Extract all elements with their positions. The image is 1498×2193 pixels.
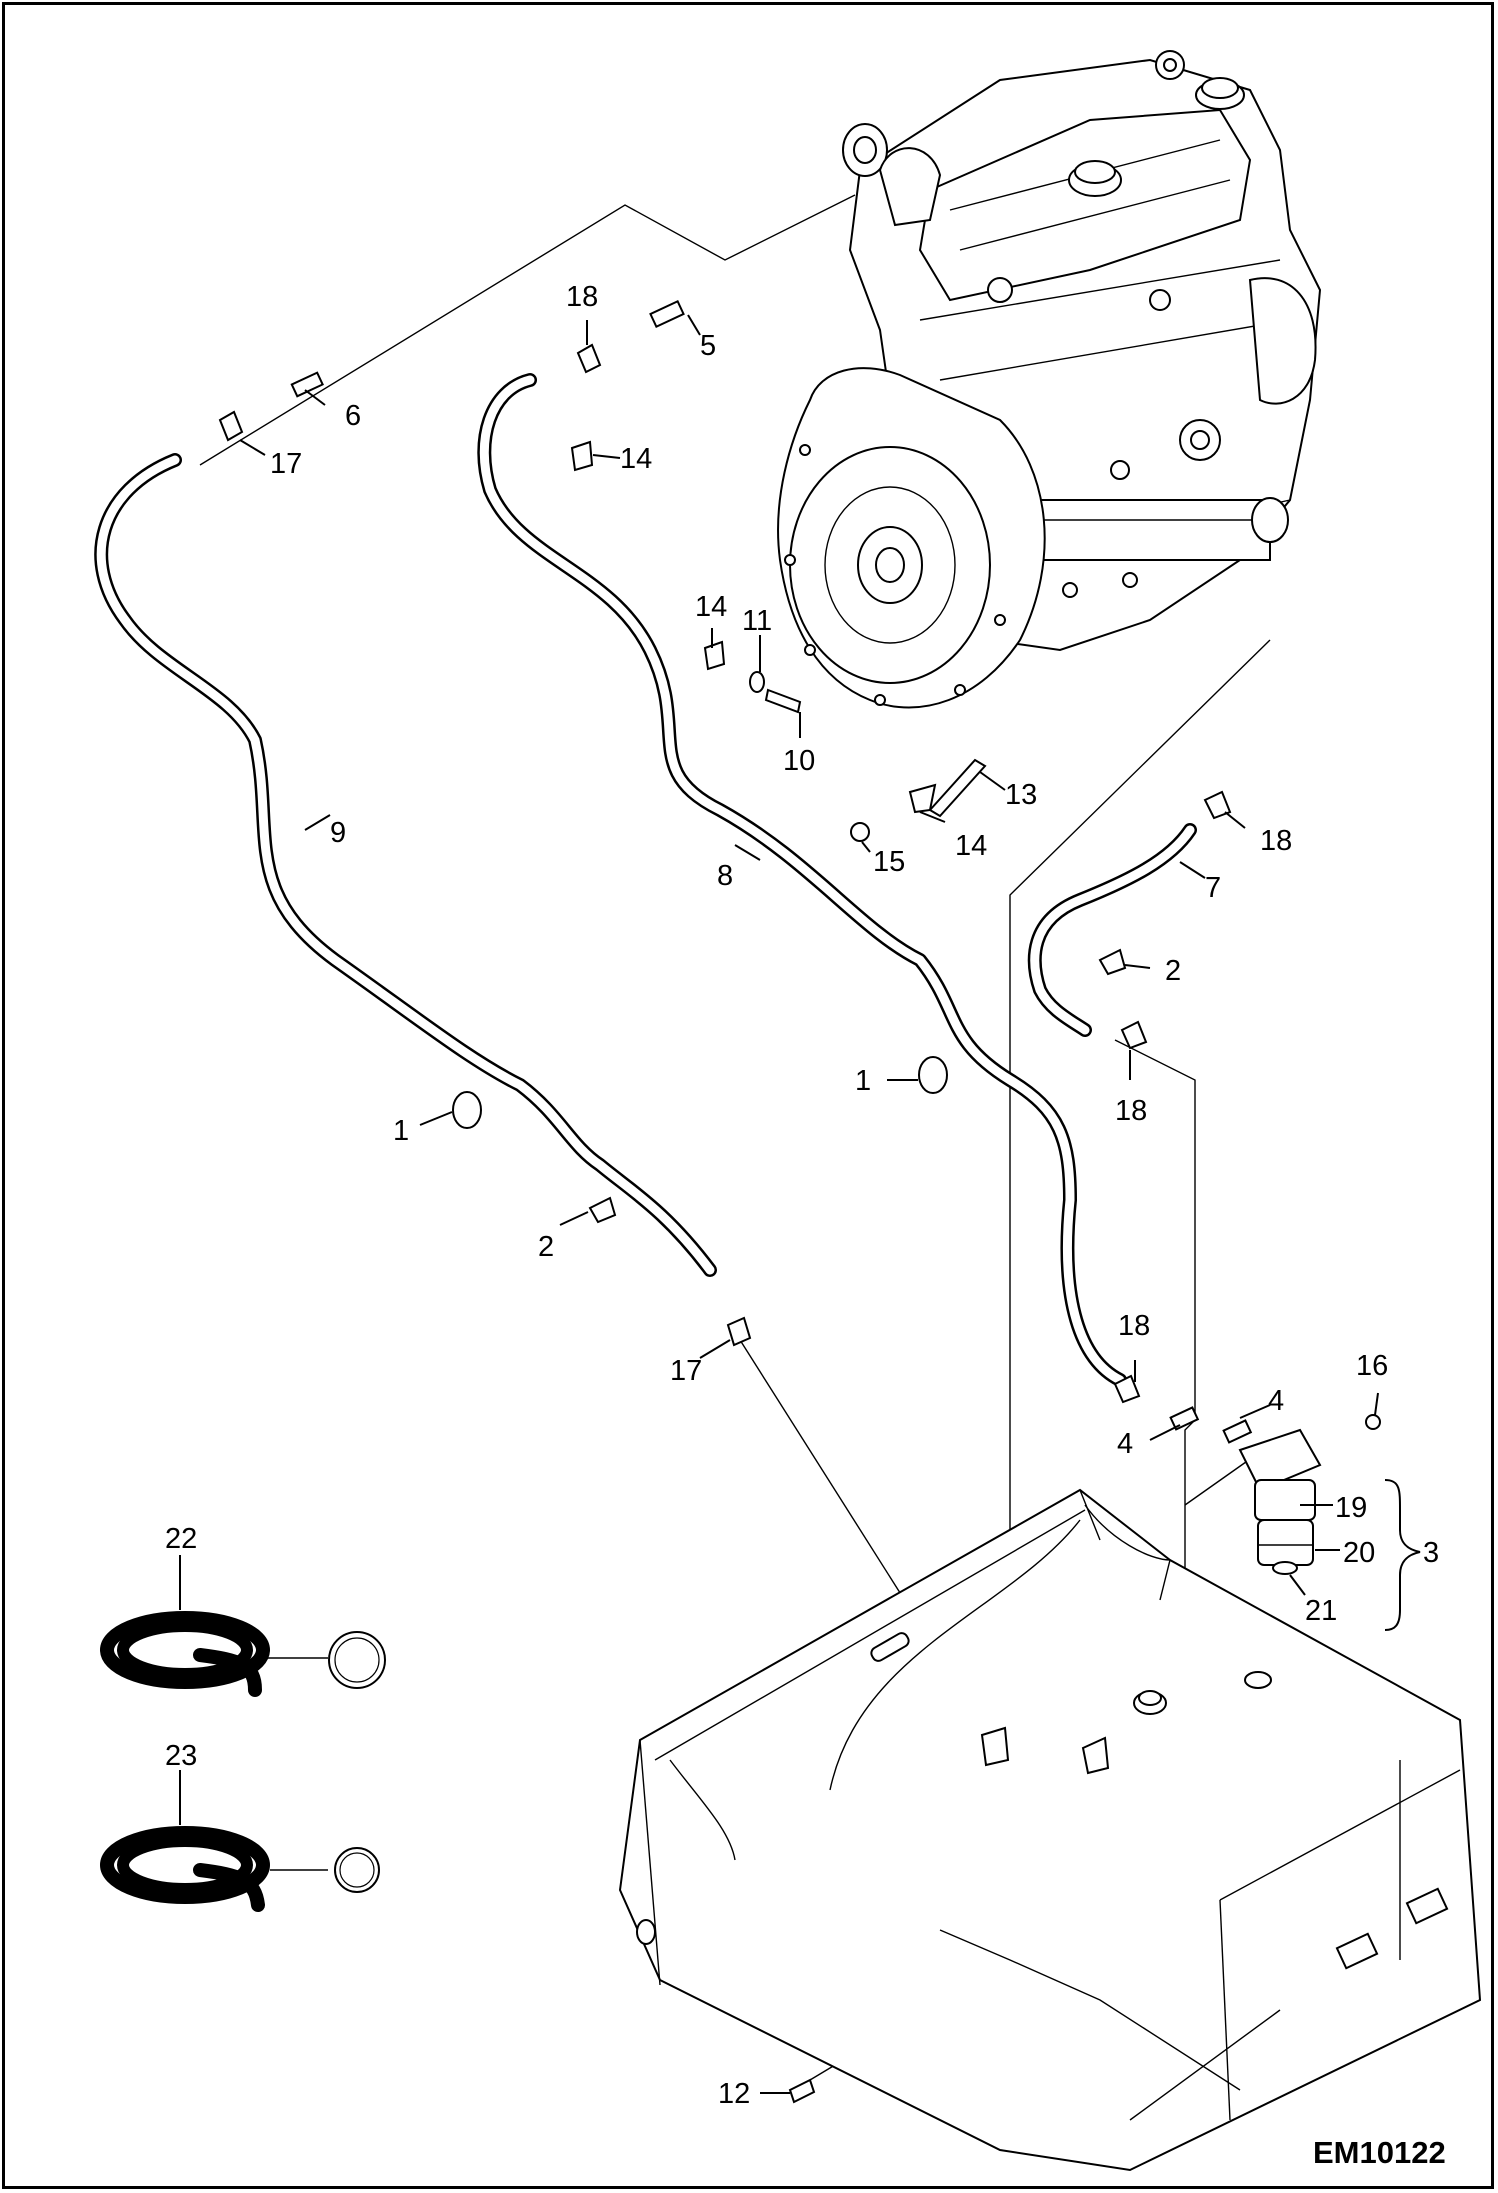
callout-23: 23: [165, 1740, 197, 1772]
callout-14-top: 14: [620, 443, 652, 475]
fuel-tank-illustration: [618, 1488, 1482, 2172]
callout-7: 7: [1205, 872, 1221, 904]
callout-17-low: 17: [670, 1355, 702, 1387]
hose-8-route: [477, 373, 1127, 1387]
callout-1-left: 1: [393, 1115, 409, 1147]
callout-labels: 18 5 6 17 14 14 11 10 13 14 15 18 7 8 9 …: [165, 281, 1439, 2110]
small-parts: [218, 299, 1381, 2104]
callout-2-right: 2: [1165, 955, 1181, 987]
callout-18-low: 18: [1118, 1310, 1150, 1342]
callout-18-mid: 18: [1115, 1095, 1147, 1127]
fuel-filter-assembly: [1238, 1428, 1322, 1575]
callout-12: 12: [718, 2078, 750, 2110]
callout-21: 21: [1305, 1595, 1337, 1627]
callout-6: 6: [345, 400, 361, 432]
diagram-code: EM10122: [1313, 2135, 1446, 2170]
callout-2-left: 2: [538, 1231, 554, 1263]
callout-9: 9: [330, 817, 346, 849]
callout-11: 11: [742, 605, 772, 637]
callout-17-top: 17: [270, 448, 302, 480]
engine-illustration: [777, 50, 1322, 709]
callout-14-mid: 14: [695, 591, 727, 623]
hose-9-route: [94, 453, 717, 1277]
callout-5: 5: [700, 330, 716, 362]
callout-4-upper: 4: [1268, 1385, 1284, 1417]
callout-8: 8: [717, 860, 733, 892]
callout-10: 10: [783, 745, 815, 777]
callout-19: 19: [1335, 1492, 1367, 1524]
hose-coil-23: [100, 1826, 380, 1912]
hose-coil-22: [100, 1611, 386, 1697]
callout-14-low: 14: [955, 830, 987, 862]
callout-22: 22: [165, 1523, 197, 1555]
callout-13: 13: [1005, 779, 1037, 811]
callout-18-top: 18: [566, 281, 598, 313]
hose-7-route: [1027, 823, 1197, 1037]
callout-18-right: 18: [1260, 825, 1292, 857]
callout-20: 20: [1343, 1537, 1375, 1569]
callout-16: 16: [1356, 1350, 1388, 1382]
callout-15: 15: [873, 846, 905, 878]
callout-1-mid: 1: [855, 1065, 871, 1097]
callout-leaders: [179, 314, 1421, 2094]
callout-4-lower: 4: [1117, 1428, 1133, 1460]
callout-3: 3: [1423, 1537, 1439, 1569]
